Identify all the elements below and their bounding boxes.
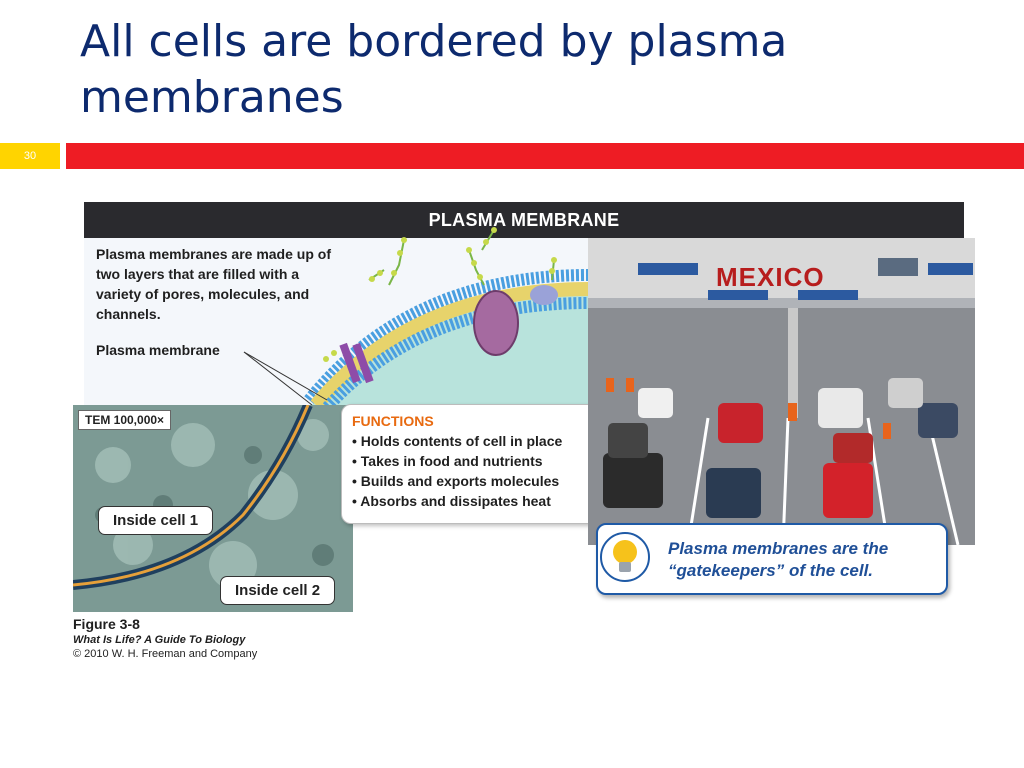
function-item: • Takes in food and nutrients	[352, 453, 543, 469]
border-crossing-photo	[588, 238, 975, 545]
membrane-illustration	[243, 227, 589, 415]
plasma-membrane-label: Plasma membrane	[96, 342, 220, 358]
book-title: What Is Life? A Guide To Biology	[73, 634, 246, 646]
mexico-sign-text: MEXICO	[716, 262, 825, 292]
lightbulb-icon	[600, 532, 650, 582]
figure-header: PLASMA MEMBRANE	[84, 202, 964, 238]
inside-cell-1-label: Inside cell 1	[98, 506, 214, 535]
function-item: • Absorbs and dissipates heat	[352, 493, 551, 509]
intro-description: Plasma membranes are made up of two laye…	[96, 246, 331, 322]
copyright: © 2010 W. H. Freeman and Company	[73, 648, 258, 660]
inside-cell-2-label: Inside cell 2	[220, 576, 336, 605]
title-accent-bar	[66, 143, 1024, 169]
gatekeeper-callout	[596, 523, 948, 595]
callout-text: Plasma membranes are the “gatekeepers” o…	[668, 539, 889, 580]
functions-box: FUNCTIONS • Holds contents of cell in pl…	[341, 404, 602, 524]
slide-number: 30	[0, 143, 60, 169]
figure-caption: Figure 3-8 What Is Life? A Guide To Biol…	[73, 616, 257, 660]
functions-list: • Holds contents of cell in place • Take…	[352, 431, 591, 511]
photo-image	[588, 238, 975, 545]
tem-magnification-label: TEM 100,000×	[78, 410, 172, 430]
functions-title: FUNCTIONS	[352, 413, 434, 429]
function-item: • Holds contents of cell in place	[352, 433, 563, 449]
figure-number: Figure 3-8	[73, 616, 140, 632]
function-item: • Builds and exports molecules	[352, 473, 560, 489]
slide-title: All cells are bordered by plasma membran…	[80, 16, 788, 123]
